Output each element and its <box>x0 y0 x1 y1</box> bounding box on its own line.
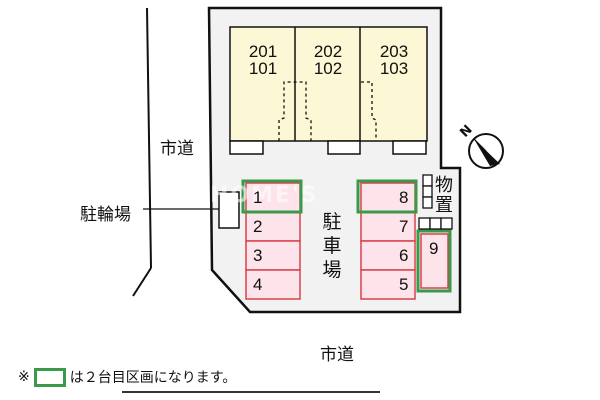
unit-number-lower: 102 <box>313 59 343 78</box>
parking-label-char: 場 <box>322 259 342 281</box>
second-car-outline-1 <box>241 179 303 214</box>
slot-number: 9 <box>429 239 439 258</box>
parking-slot-6 <box>360 240 416 271</box>
slot-number: 8 <box>399 188 409 207</box>
west-road-edge-line <box>146 7 152 269</box>
storage-label-char: 物 <box>435 175 453 196</box>
unit-number-lower: 101 <box>248 59 278 78</box>
staircase-dashed-outline <box>278 81 377 141</box>
parking-label-char: 車 <box>322 235 342 257</box>
reference-mark: ※ <box>18 369 30 385</box>
entrance-step <box>327 140 361 155</box>
west-road-corner-line <box>132 267 152 297</box>
unit-number-upper: 201 <box>248 42 278 61</box>
slot-number: 3 <box>253 246 263 265</box>
parking-slot-3 <box>245 240 301 271</box>
unit-column-3: 203 103 <box>367 43 421 77</box>
parking-slot-8 <box>360 182 416 213</box>
slot-number: 4 <box>253 275 263 294</box>
entrance-step <box>229 140 264 155</box>
unit-column-2: 202 102 <box>301 43 355 77</box>
second-car-outline-8 <box>356 179 418 214</box>
unit-number-lower: 103 <box>379 59 409 78</box>
parking-label: 駐 車 場 <box>321 210 343 282</box>
unit-column-1: 201 101 <box>236 43 290 77</box>
storage-label: 物 置 <box>433 176 455 216</box>
unit-number-upper: 202 <box>313 42 343 61</box>
slot-number: 6 <box>399 246 409 265</box>
slot-number: 2 <box>253 217 263 236</box>
south-road-label: 市道 <box>320 345 354 365</box>
slot-number: 5 <box>399 275 409 294</box>
legend-text: は２台目区画になります。 <box>69 370 237 386</box>
unit-number-upper: 203 <box>379 42 409 61</box>
legend-note: ※ は２台目区画になります。 <box>18 367 236 387</box>
slot-number: 1 <box>253 188 263 207</box>
bicycle-parking-area <box>218 191 240 229</box>
storage-units <box>418 174 453 230</box>
west-road-label: 市道 <box>160 139 194 159</box>
watermark: HOME'S <box>210 183 319 208</box>
parking-slot-2 <box>245 211 301 242</box>
compass-north-icon <box>468 133 504 169</box>
parking-slot-4 <box>245 269 301 300</box>
entrance-step <box>392 140 427 155</box>
parking-slot-5 <box>360 269 416 300</box>
apartment-building <box>229 26 428 142</box>
parking-label-char: 駐 <box>322 211 342 233</box>
second-car-outline-9 <box>416 229 452 293</box>
parking-slot-9 <box>420 233 449 289</box>
slot-number: 7 <box>399 217 409 236</box>
storage-label-char: 置 <box>435 195 453 216</box>
bicycle-parking-label: 駐輪場 <box>80 205 131 225</box>
green-box-legend-icon <box>33 367 66 387</box>
